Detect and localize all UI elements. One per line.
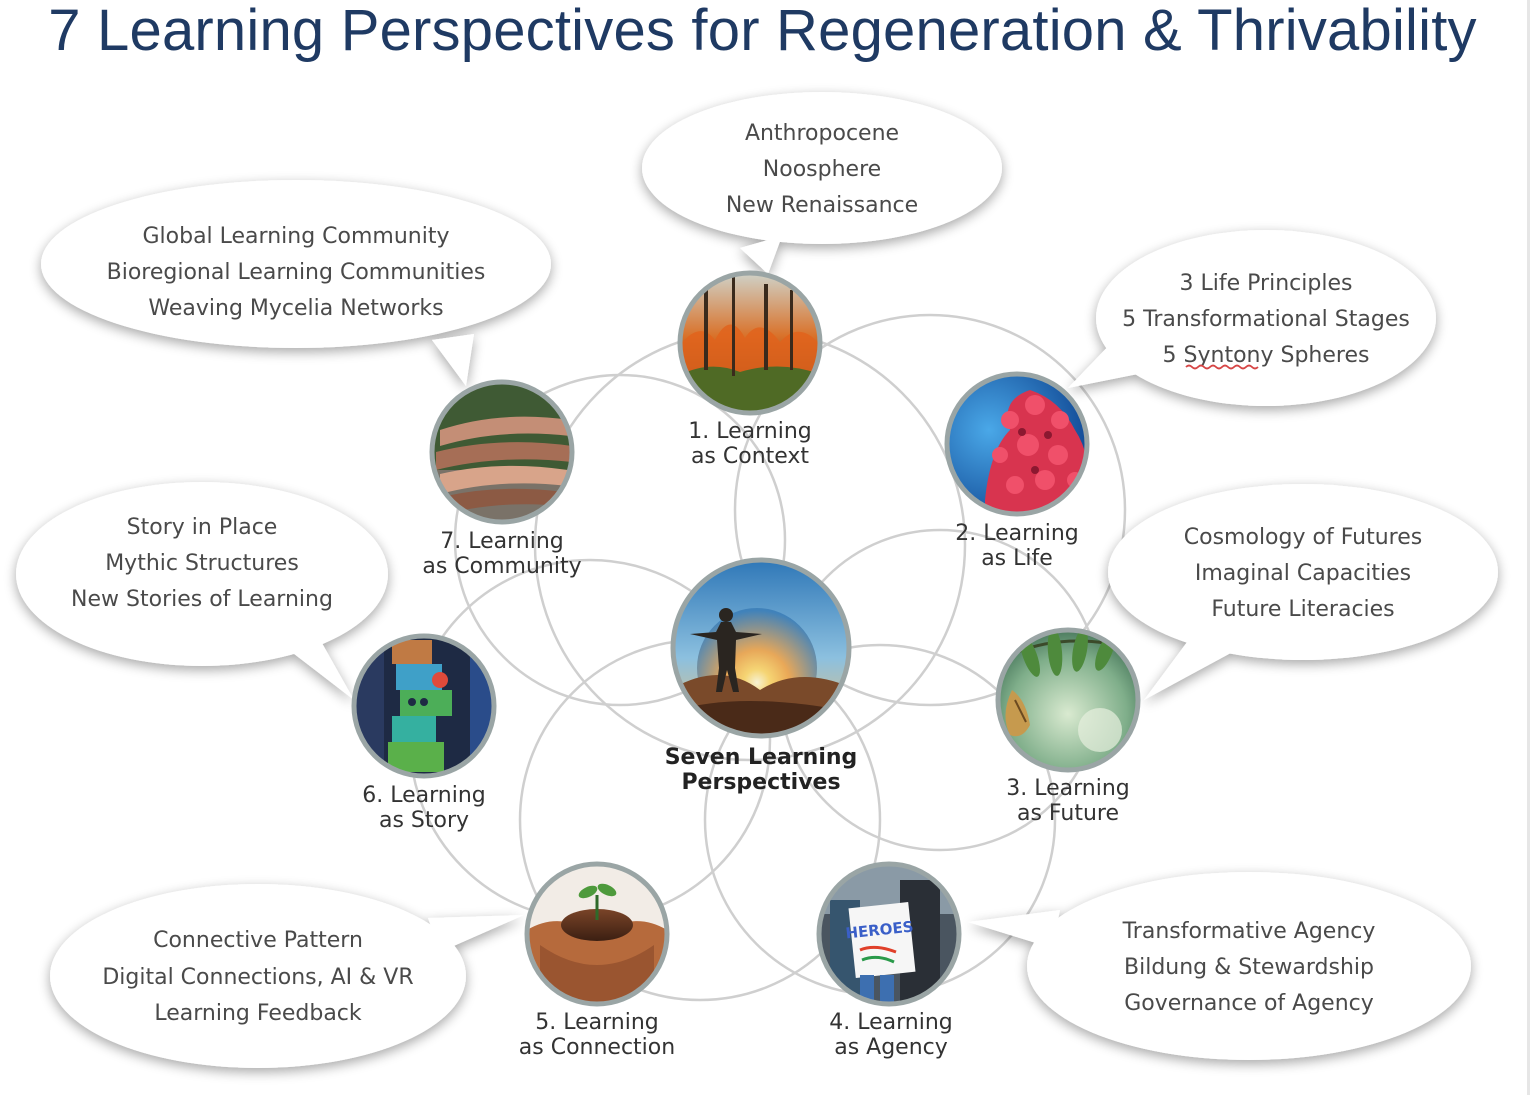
chrysalis-leaves-photo <box>995 627 1141 773</box>
bubble-agency-line-3: Governance of Agency <box>1124 991 1374 1016</box>
node-7-label-line-1: 7. Learning <box>440 529 564 554</box>
node-6-label-line-2: as Story <box>379 808 469 833</box>
node-7-label-line-2: as Community <box>422 554 581 579</box>
node-3-label-line-1: 3. Learning <box>1006 776 1130 801</box>
node-1-label-line-2: as Context <box>691 444 809 469</box>
forest-fire-photo <box>677 270 823 416</box>
bubble-context-line-3: New Renaissance <box>726 193 918 218</box>
spellcheck-underline <box>1185 364 1259 370</box>
stacked-hands-photo <box>429 379 575 525</box>
bubble-story-line-1: Story in Place <box>127 515 278 540</box>
toy-blocks-tower-photo <box>351 633 497 779</box>
bubble-life <box>1068 230 1436 406</box>
bubble-future <box>1108 484 1498 700</box>
hands-seedling-photo <box>524 861 670 1007</box>
bubble-life-line-1: 3 Life Principles <box>1180 271 1353 296</box>
bubble-context-line-1: Anthropocene <box>745 121 899 146</box>
node-3-label-line-2: as Future <box>1017 801 1119 826</box>
bubble-community-line-3: Weaving Mycelia Networks <box>148 296 443 321</box>
center-label-line-2: Perspectives <box>681 770 840 795</box>
bubble-community-line-1: Global Learning Community <box>142 224 449 249</box>
person-sunrise-photo <box>670 557 852 739</box>
bubble-agency-line-2: Bildung & Stewardship <box>1124 955 1374 980</box>
bubble-story <box>16 482 388 700</box>
ring-life <box>733 313 1127 707</box>
bubble-future-line-3: Future Literacies <box>1211 597 1394 622</box>
bubble-life-line-3: 5 Syntony Spheres <box>1163 343 1370 368</box>
bubble-context <box>642 92 1002 274</box>
bubble-community-line-2: Bioregional Learning Communities <box>107 260 486 285</box>
node-4-label-line-2: as Agency <box>834 1035 948 1060</box>
ring-community <box>453 373 787 707</box>
bubble-agency <box>968 872 1471 1060</box>
bubble-story-line-3: New Stories of Learning <box>71 587 333 612</box>
bubble-community <box>41 180 551 386</box>
bubble-story-line-2: Mythic Structures <box>105 551 299 576</box>
bubble-agency-line-1: Transformative Agency <box>1122 919 1376 944</box>
node-2-label-line-1: 2. Learning <box>955 521 1079 546</box>
bubble-future-line-1: Cosmology of Futures <box>1184 525 1422 550</box>
node-6-label-line-1: 6. Learning <box>362 783 486 808</box>
bubble-life-line-2: 5 Transformational Stages <box>1122 307 1410 332</box>
node-5-label-line-1: 5. Learning <box>535 1010 659 1035</box>
bubble-future-line-2: Imaginal Capacities <box>1195 561 1411 586</box>
node-4-label-line-1: 4. Learning <box>829 1010 953 1035</box>
bubble-connection-line-1: Connective Pattern <box>153 928 363 953</box>
node-5-label-line-2: as Connection <box>519 1035 675 1060</box>
bubble-connection-line-2: Digital Connections, AI & VR <box>102 965 413 990</box>
center-label-line-1: Seven Learning <box>665 745 858 770</box>
node-2-label-line-2: as Life <box>981 546 1053 571</box>
window-edge <box>1527 0 1530 1095</box>
bubble-context-line-2: Noosphere <box>763 157 881 182</box>
red-coral-photo <box>944 371 1090 517</box>
bubble-connection-line-3: Learning Feedback <box>154 1001 362 1026</box>
node-1-label-line-1: 1. Learning <box>688 419 812 444</box>
protest-sign-photo: HEROES <box>816 861 962 1007</box>
bubble-connection <box>50 884 524 1068</box>
page-title: 7 Learning Perspectives for Regeneration… <box>48 0 1477 63</box>
